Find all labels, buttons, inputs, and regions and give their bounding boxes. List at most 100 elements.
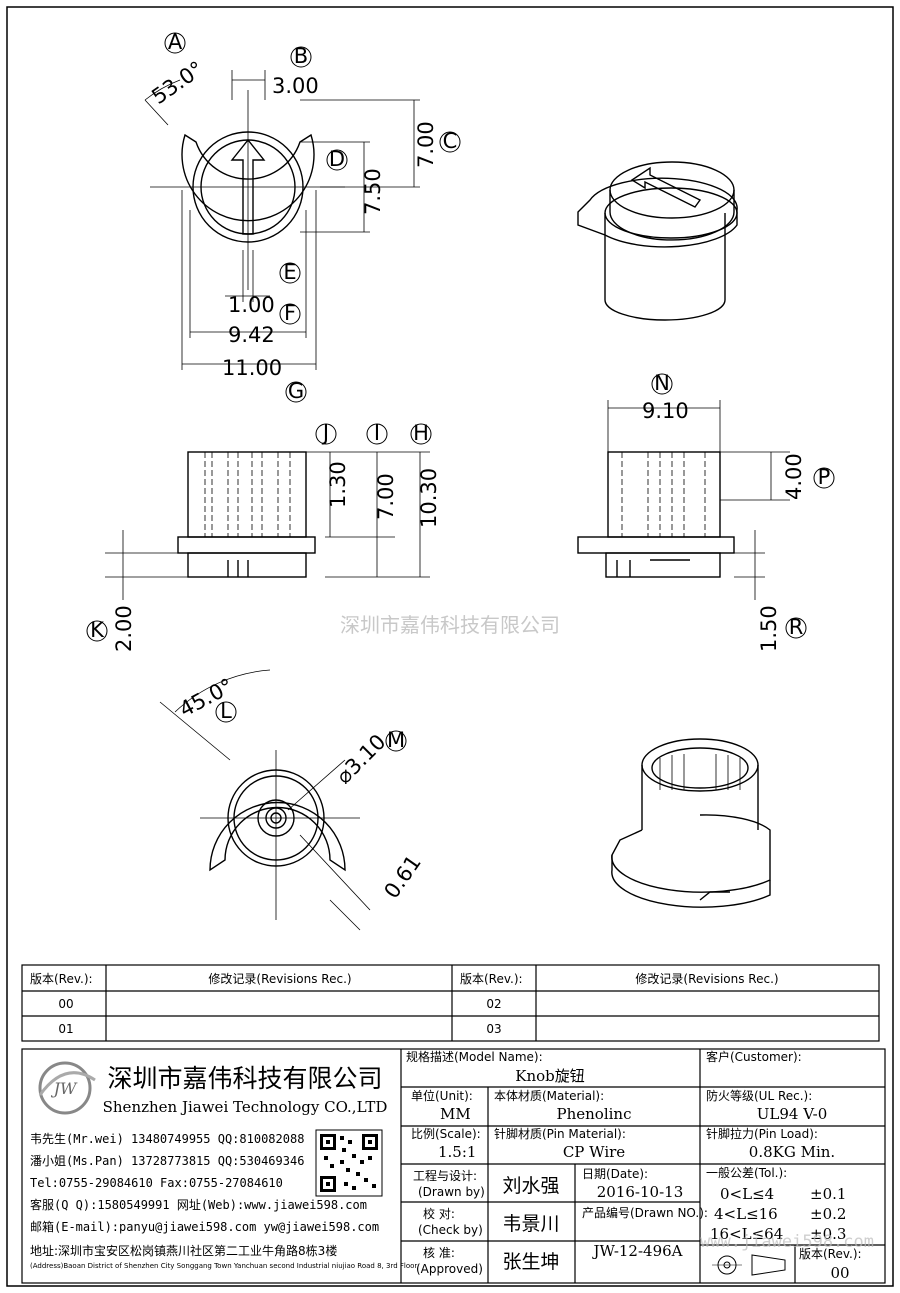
dim-A: A 53.0° <box>147 30 208 109</box>
drawn-label-cn: 工程与设计: <box>413 1168 477 1183</box>
dim-B: B 3.00 <box>272 44 319 98</box>
material-label: 本体材质(Material): <box>494 1089 604 1103</box>
projection-symbol-icon <box>712 1254 786 1276</box>
front-view-dimension-labels: J 1.30 I 7.00 H 10.30 K 2.00 <box>86 421 441 652</box>
revision-table-text: 版本(Rev.): 修改记录(Revisions Rec.) 版本(Rev.):… <box>30 971 779 1036</box>
dim-D: D 7.50 <box>326 147 385 215</box>
qr-code <box>315 1129 383 1197</box>
top-view-dimension-labels: A 53.0° B 3.00 C 7.00 D 7.50 E 1.00 F 9.… <box>147 30 461 403</box>
customer-label: 客户(Customer): <box>706 1049 802 1064</box>
bottom-view <box>159 669 371 931</box>
svg-text:B: B <box>294 44 308 68</box>
dim-F: F 9.42 <box>228 301 301 347</box>
dim-K: K 2.00 <box>86 605 136 652</box>
rev-row: 00 <box>58 997 73 1011</box>
title-block-frame <box>21 1048 886 1284</box>
tolerance-range: 16<L≤64 <box>710 1225 783 1243</box>
svg-text:3.00: 3.00 <box>272 74 319 98</box>
svg-text:H: H <box>413 421 429 445</box>
approved-label-en: (Approved) <box>416 1262 483 1276</box>
svg-text:1.00: 1.00 <box>228 293 275 317</box>
svg-text:C: C <box>443 129 458 153</box>
svg-text:0.61: 0.61 <box>379 851 425 903</box>
tolerance-range: 0<L≤4 <box>720 1185 774 1203</box>
svg-text:2.00: 2.00 <box>112 605 136 652</box>
dim-J: J 1.30 <box>315 421 350 508</box>
svg-text:JW: JW <box>51 1079 78 1098</box>
svg-text:F: F <box>284 301 296 325</box>
check-label-cn: 校 对: <box>423 1206 455 1221</box>
company-name-cn: 深圳市嘉伟科技有限公司 <box>107 1064 382 1093</box>
rec-header-right: 修改记录(Revisions Rec.) <box>635 971 778 986</box>
pin-material-label: 针脚材质(Pin Material): <box>494 1126 626 1141</box>
rev-value: 00 <box>830 1264 849 1282</box>
ul-label: 防火等级(UL Rec.): <box>706 1088 812 1103</box>
date-value: 2016-10-13 <box>597 1183 683 1201</box>
check-value: 韦景川 <box>502 1213 559 1235</box>
svg-text:N: N <box>654 371 670 395</box>
dim-061: 0.61 <box>379 851 425 903</box>
company-name-en: Shenzhen Jiawei Technology CO.,LTD <box>103 1098 388 1116</box>
svg-text:10.30: 10.30 <box>417 468 441 528</box>
svg-text:1.50: 1.50 <box>757 605 781 652</box>
date-label: 日期(Date): <box>582 1167 648 1181</box>
dim-I: I 7.00 <box>366 421 398 520</box>
unit-label: 单位(Unit): <box>411 1088 473 1103</box>
rec-header-left: 修改记录(Revisions Rec.) <box>208 971 351 986</box>
iso-view-top <box>577 161 738 321</box>
rev-header-right: 版本(Rev.): <box>460 972 523 986</box>
address-cn: 地址:深圳市宝安区松岗镇燕川社区第二工业牛角路8栋3楼 <box>30 1243 337 1258</box>
pin-load-label: 针脚拉力(Pin Load): <box>706 1126 818 1141</box>
approved-value: 张生坤 <box>502 1251 559 1273</box>
svg-text:P: P <box>818 465 831 489</box>
svg-text:G: G <box>288 379 304 403</box>
tolerance-value: ±0.2 <box>810 1205 846 1223</box>
svg-text:7.00: 7.00 <box>414 121 438 168</box>
svg-text:M: M <box>387 728 405 752</box>
scale-value: 1.5:1 <box>438 1143 476 1161</box>
svg-text:11.00: 11.00 <box>222 356 282 380</box>
iso-view-bottom <box>611 738 771 908</box>
url-watermark: www.jiawei598.com <box>700 1232 874 1252</box>
rev-label: 版本(Rev.): <box>799 1247 862 1261</box>
svg-text:7.50: 7.50 <box>361 168 385 215</box>
check-label-en: (Check by) <box>418 1223 483 1237</box>
svg-text:⌀3.10: ⌀3.10 <box>332 730 391 789</box>
svg-text:7.00: 7.00 <box>374 473 398 520</box>
svg-text:4.00: 4.00 <box>782 453 806 500</box>
dim-R: R 1.50 <box>757 605 807 652</box>
contact-line: 韦先生(Mr.wei) 13480749955 QQ:810082088 <box>30 1132 304 1146</box>
unit-value: MM <box>440 1105 471 1123</box>
pin-load-value: 0.8KG Min. <box>749 1143 835 1161</box>
company-contacts: 韦先生(Mr.wei) 13480749955 QQ:810082088 潘小姐… <box>30 1132 379 1234</box>
svg-text:9.42: 9.42 <box>228 323 275 347</box>
drawn-label-en: (Drawn by) <box>418 1185 485 1199</box>
dim-H: H 10.30 <box>410 421 441 528</box>
drawn-value: 刘水强 <box>502 1175 559 1197</box>
front-view <box>105 451 430 600</box>
svg-text:R: R <box>789 615 804 639</box>
dim-L: L 45.0° <box>175 674 237 723</box>
ul-value: UL94 V-0 <box>757 1105 828 1123</box>
model-value: Knob旋钮 <box>515 1067 585 1085</box>
svg-text:I: I <box>374 421 380 445</box>
svg-text:K: K <box>90 618 105 642</box>
revision-table <box>21 964 880 1042</box>
drawn-no-value: JW-12-496A <box>591 1242 682 1260</box>
svg-text:L: L <box>220 699 232 723</box>
rev-header-left: 版本(Rev.): <box>30 972 93 986</box>
rev-row: 03 <box>486 1022 501 1036</box>
dim-G: G 11.00 <box>222 356 307 403</box>
dim-N: N 9.10 <box>642 371 689 423</box>
svg-text:53.0°: 53.0° <box>147 56 208 109</box>
contact-line: 潘小姐(Ms.Pan) 13728773815 QQ:530469346 <box>30 1154 304 1168</box>
title-block-fields: 规格描述(Model Name): Knob旋钮 客户(Customer): 单… <box>406 1049 862 1282</box>
pin-material-value: CP Wire <box>563 1143 625 1161</box>
company-logo: JW <box>38 1061 96 1115</box>
side-view-dimension-labels: N 9.10 P 4.00 R 1.50 <box>642 371 835 652</box>
rev-row: 02 <box>486 997 501 1011</box>
side-view <box>577 400 790 600</box>
dim-C: C 7.00 <box>414 121 461 168</box>
drawing-border <box>6 6 894 1287</box>
